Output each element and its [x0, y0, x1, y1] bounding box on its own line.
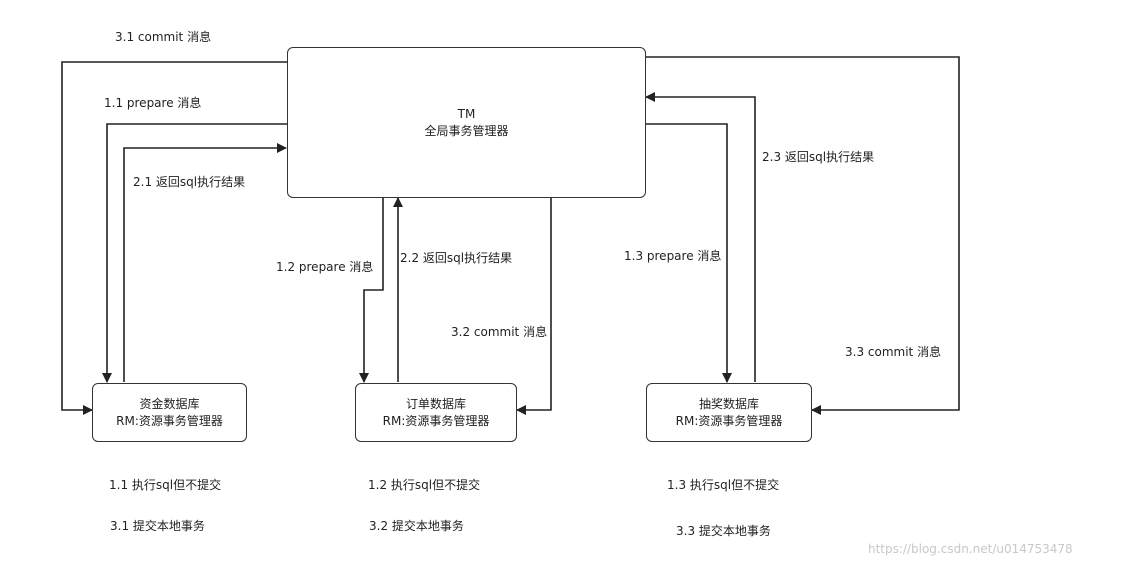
- label-result-2-2: 2.2 返回sql执行结果: [400, 251, 513, 265]
- arrow-commit-3-3: [645, 56, 960, 415]
- arrow-prepare-1-1: [102, 123, 287, 383]
- rm-role: RM:资源事务管理器: [675, 413, 783, 428]
- arrow-prepare-1-2: [359, 197, 384, 383]
- rm-box-order: 订单数据库 RM:资源事务管理器: [355, 383, 517, 442]
- watermark: https://blog.csdn.net/u014753478: [868, 542, 1073, 556]
- rm-name: 订单数据库: [405, 396, 466, 411]
- note-exec: 1.2 执行sql但不提交: [368, 478, 481, 492]
- label-prepare-1-2: 1.2 prepare 消息: [276, 260, 374, 274]
- label-commit-3-1: 3.1 commit 消息: [115, 30, 212, 44]
- note-commit: 3.2 提交本地事务: [369, 519, 464, 533]
- note-exec: 1.3 执行sql但不提交: [667, 478, 780, 492]
- rm-name: 抽奖数据库: [698, 396, 759, 411]
- label-commit-3-2: 3.2 commit 消息: [451, 325, 548, 339]
- note-commit: 3.1 提交本地事务: [110, 519, 205, 533]
- label-commit-3-3: 3.3 commit 消息: [845, 345, 942, 359]
- rm-box-lottery: 抽奖数据库 RM:资源事务管理器: [646, 383, 812, 442]
- rm-box-fund: 资金数据库 RM:资源事务管理器: [92, 383, 247, 442]
- rm-role: RM:资源事务管理器: [116, 413, 223, 428]
- arrow-result-2-3: [645, 92, 756, 382]
- arrow-commit-3-2: [516, 197, 552, 415]
- label-result-2-3: 2.3 返回sql执行结果: [762, 150, 875, 164]
- label-prepare-1-1: 1.1 prepare 消息: [104, 96, 202, 110]
- rm-name: 资金数据库: [139, 396, 200, 411]
- tm-title: TM: [457, 106, 476, 121]
- tm-subtitle: 全局事务管理器: [424, 123, 509, 138]
- note-exec: 1.1 执行sql但不提交: [109, 478, 222, 492]
- arrow-prepare-1-3: [645, 123, 732, 383]
- label-result-2-1: 2.1 返回sql执行结果: [133, 175, 246, 189]
- arrow-commit-3-1: [61, 61, 287, 415]
- label-prepare-1-3: 1.3 prepare 消息: [624, 249, 722, 263]
- tm-box: TM 全局事务管理器: [287, 47, 646, 198]
- arrow-result-2-1: [123, 143, 287, 382]
- note-commit: 3.3 提交本地事务: [676, 524, 771, 538]
- rm-role: RM:资源事务管理器: [382, 413, 490, 428]
